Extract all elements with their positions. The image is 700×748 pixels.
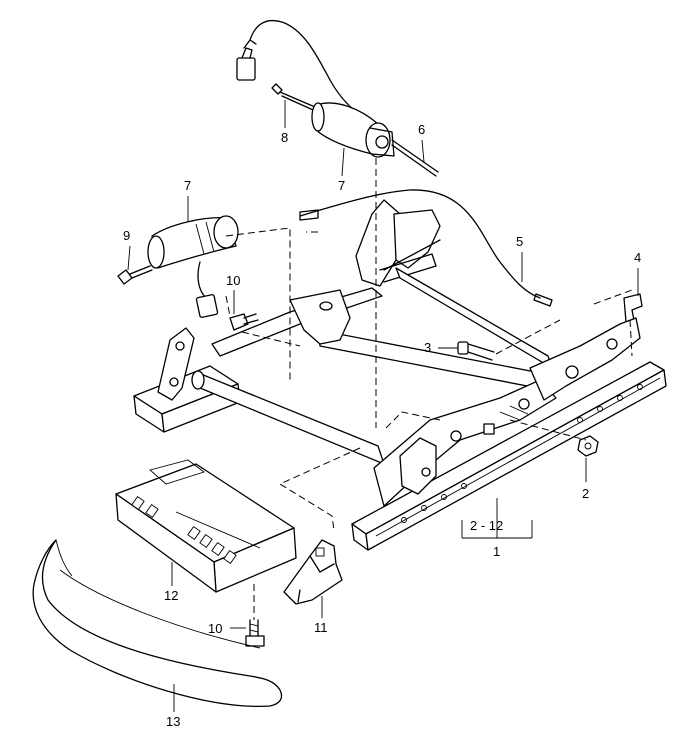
callout-7-mid: 7	[184, 178, 191, 193]
callout-4: 4	[634, 250, 641, 265]
upper-motor-assembly	[236, 19, 439, 177]
screw-10-upper	[229, 313, 259, 331]
clip-4	[623, 293, 643, 323]
callout-7-top: 7	[338, 178, 345, 193]
callout-10-bottom: 10	[208, 621, 222, 636]
callout-13: 13	[166, 714, 180, 729]
screw-10-lower	[245, 619, 265, 647]
callout-9: 9	[123, 228, 130, 243]
nut-2	[577, 435, 599, 457]
cable-5	[299, 189, 553, 307]
callout-range: 2 - 12	[470, 518, 503, 533]
callout-10-top: 10	[226, 273, 240, 288]
callout-12: 12	[164, 588, 178, 603]
callout-6: 6	[418, 122, 425, 137]
side-motor-assembly	[117, 215, 239, 318]
callout-labels: 8 6 7 7 9 10 5 4 3 2 2 - 12 1 12 10 11 1…	[123, 122, 641, 729]
callout-1: 1	[493, 544, 500, 559]
bracket-11	[283, 539, 343, 605]
assembly-dash-lines	[225, 158, 633, 620]
connector-slots	[131, 495, 237, 565]
callout-2: 2	[582, 486, 589, 501]
callout-8: 8	[281, 130, 288, 145]
leader-lines	[127, 100, 639, 712]
callout-3: 3	[424, 340, 431, 355]
callout-11: 11	[314, 620, 328, 635]
rail-holes	[401, 384, 643, 523]
callout-5: 5	[516, 234, 523, 249]
cover-13	[32, 539, 283, 708]
bolt-3	[457, 341, 495, 361]
control-unit-12	[115, 459, 297, 593]
